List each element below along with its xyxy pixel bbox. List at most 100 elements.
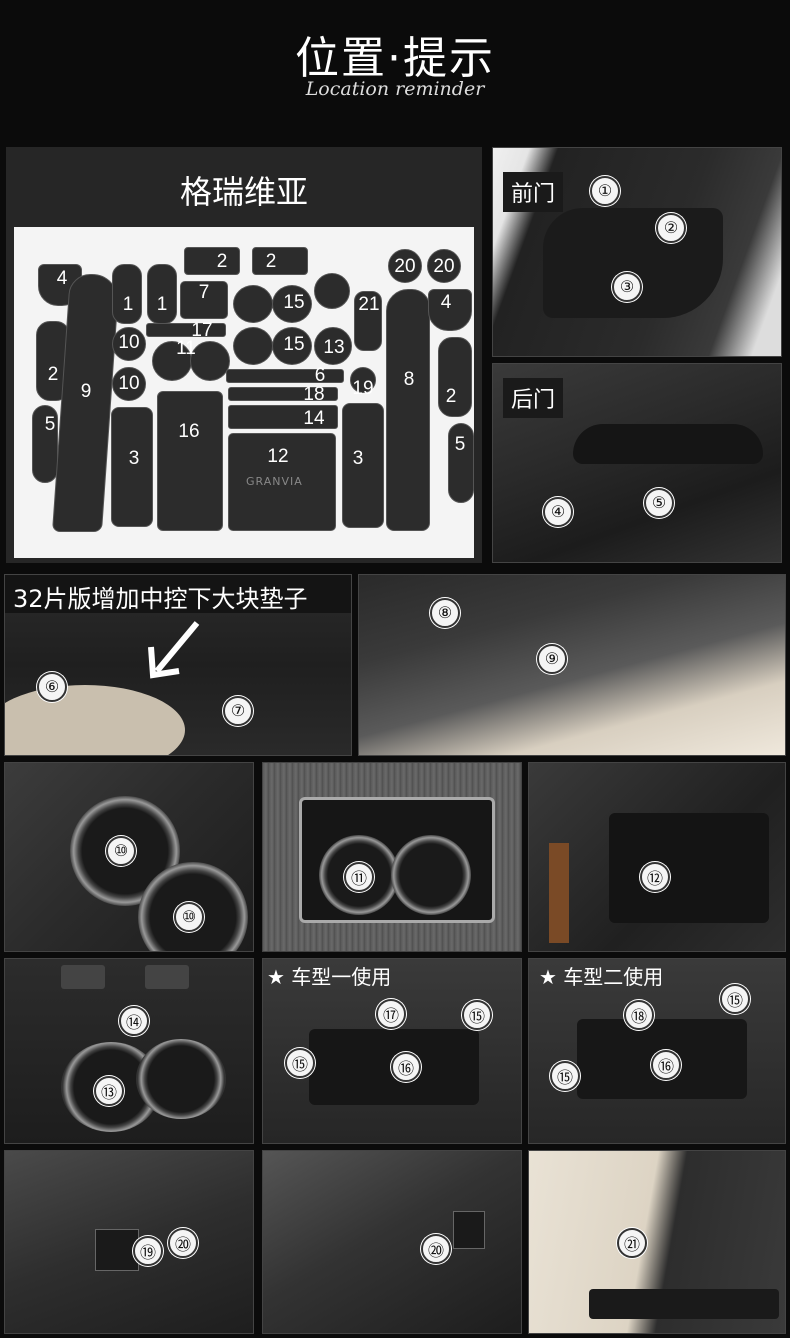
rear-door-label: 后门	[503, 378, 564, 418]
mat-piece-5	[32, 405, 58, 483]
mat-piece-21	[354, 291, 382, 351]
mat-piece-13	[314, 273, 350, 309]
mat-piece-3	[342, 403, 384, 528]
dashboard-photo: ⑧ ⑨	[358, 574, 786, 756]
location-marker: ⑲	[133, 1236, 163, 1266]
mat-number: 3	[352, 448, 364, 469]
switch-shape	[61, 965, 105, 989]
mat-number: 1	[122, 294, 134, 315]
mat-piece-4	[428, 289, 472, 331]
mat-number: 2	[445, 386, 457, 407]
model-one-label: ★ 车型一使用	[267, 961, 391, 990]
mat-number: 17	[191, 320, 213, 341]
seat-shape	[5, 685, 185, 755]
location-marker: ⑤	[644, 488, 674, 518]
mat-number: 1	[156, 294, 168, 315]
location-marker: ④	[543, 497, 573, 527]
mat-piece-11	[190, 341, 230, 381]
location-marker: ⑮	[720, 984, 750, 1014]
door-armrest-shape	[573, 424, 763, 464]
mat-piece-17	[146, 323, 226, 337]
mat-number: 9	[80, 381, 92, 402]
mat-number: 2	[265, 251, 277, 272]
front-door-label: 前门	[503, 172, 564, 212]
mat-piece-6	[226, 369, 344, 383]
location-marker: ⑭	[119, 1006, 149, 1036]
mat-piece-9	[51, 274, 121, 532]
mat-piece-1	[147, 264, 177, 324]
mat-piece-1	[112, 264, 142, 324]
mat-number: 14	[303, 408, 325, 429]
location-marker: ⑱	[624, 1000, 654, 1030]
page-subtitle: Location reminder	[305, 78, 485, 100]
mat-set-title: 格瑞维亚	[179, 173, 308, 211]
cupholder-shape	[391, 835, 471, 915]
location-marker: ⑮	[285, 1048, 315, 1078]
mat-piece-11	[152, 341, 192, 381]
mat-piece-3	[111, 407, 153, 527]
mat-piece-12	[228, 433, 336, 531]
mat-number: 18	[303, 384, 325, 405]
model-two-photo: ★ 车型二使用 ⑱ ⑮ ⑮ ⑯	[528, 958, 786, 1144]
arrow-icon	[148, 621, 200, 679]
storage-12-photo: ⑫	[528, 762, 786, 952]
location-marker: ②	[656, 213, 686, 243]
model-one-label-text: 车型一使用	[291, 965, 392, 989]
mat-number: 19	[352, 378, 374, 399]
mat-number: 6	[314, 365, 326, 386]
cupholder-11-photo: ⑪	[262, 762, 522, 952]
location-marker: ⑮	[550, 1061, 580, 1091]
mat-number: 15	[283, 334, 305, 355]
mat-number: 20	[433, 256, 455, 277]
location-marker: ⑯	[651, 1050, 681, 1080]
location-marker: ⑧	[430, 598, 460, 628]
location-marker: ⑮	[462, 1000, 492, 1030]
cupholder-13-14-photo: ⑭ ⑬	[4, 958, 254, 1144]
location-marker: ⑳	[421, 1234, 451, 1264]
mat-piece-2	[184, 247, 240, 275]
star-icon: ★	[267, 965, 285, 989]
mat-piece-15	[233, 285, 273, 323]
mat-piece-2	[438, 337, 472, 417]
location-marker: ⑦	[223, 696, 253, 726]
mat-piece-20	[388, 249, 422, 283]
mat-number: 15	[283, 292, 305, 313]
location-marker: ⑥	[37, 672, 67, 702]
mat-piece-13	[314, 327, 352, 365]
model-two-label: ★ 车型二使用	[539, 961, 663, 990]
lower-panel-shape	[589, 1289, 779, 1319]
mat-number: 7	[198, 282, 210, 303]
mat-set-panel: 格瑞维亚 4 2 5 9 1 1 10 10 3 2 2 7 17 11	[6, 147, 482, 563]
mat-piece-5	[448, 423, 474, 503]
mat-piece-7	[180, 281, 228, 319]
location-marker: ⑯	[391, 1052, 421, 1082]
door-panel-shape	[543, 208, 723, 318]
switch-panel-shape	[95, 1229, 139, 1271]
mat-number: 16	[178, 421, 200, 442]
mat-piece-15	[272, 285, 312, 323]
mat-number: 5	[454, 434, 466, 455]
mat-number: 5	[44, 414, 56, 435]
model-one-photo: ★ 车型一使用 ⑰ ⑮ ⑮ ⑯	[262, 958, 522, 1144]
switch-panel-shape	[453, 1211, 485, 1249]
mat-number: 11	[176, 338, 196, 359]
mat-piece-16	[157, 391, 223, 531]
switch-shape	[145, 965, 189, 989]
mat-number: 20	[394, 256, 416, 277]
mat-piece-18	[228, 387, 338, 401]
mat-piece-10	[112, 367, 146, 401]
location-marker: ⑨	[537, 644, 567, 674]
location-marker: ⑪	[344, 862, 374, 892]
mat-piece-8	[386, 289, 430, 531]
wood-trim-shape	[549, 843, 569, 943]
mat-number: 4	[440, 292, 452, 313]
label-backdrop	[5, 575, 351, 613]
storage-bin-shape	[609, 813, 769, 923]
location-marker: ⑫	[640, 862, 670, 892]
location-marker: ㉑	[617, 1228, 647, 1258]
location-marker: ⑳	[168, 1228, 198, 1258]
mat-number: 3	[128, 448, 140, 469]
mat-number: 12	[267, 446, 289, 467]
location-marker: ③	[612, 272, 642, 302]
center-console-32-photo: 32片版增加中控下大块垫子 ⑥ ⑦	[4, 574, 352, 756]
